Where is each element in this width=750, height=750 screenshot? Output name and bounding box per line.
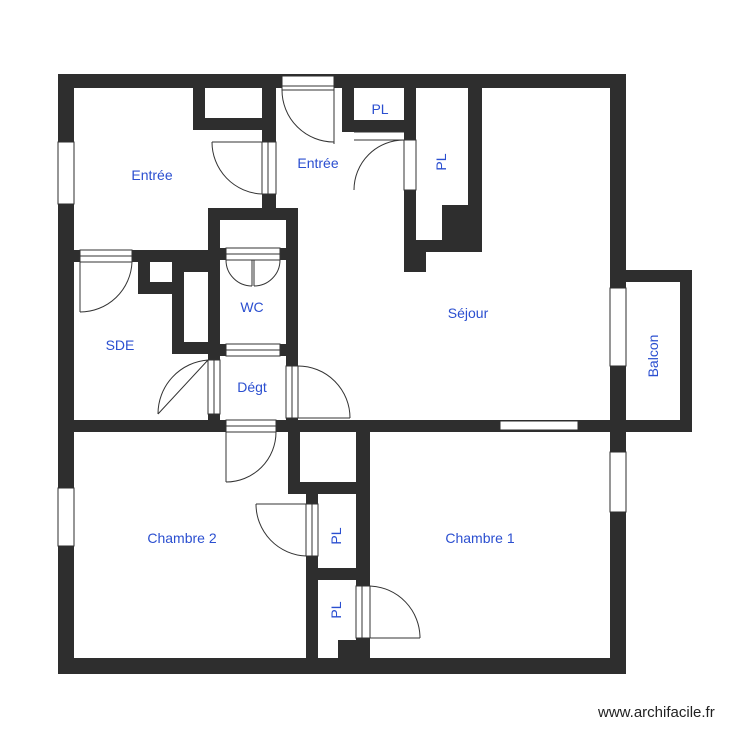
doors bbox=[79, 85, 421, 639]
room-label-pl-vertical: PL bbox=[433, 153, 449, 170]
room-label-entree-2: Entrée bbox=[297, 155, 338, 171]
room-label-chambre-1: Chambre 1 bbox=[445, 530, 514, 546]
room-label-balcon: Balcon bbox=[645, 335, 661, 378]
room-label-degt: Dégt bbox=[237, 379, 267, 395]
windows bbox=[57, 75, 627, 547]
room-label-pl-ch2: PL bbox=[328, 527, 344, 544]
room-label-pl-ch1: PL bbox=[328, 601, 344, 618]
room-label-entree-1: Entrée bbox=[131, 167, 172, 183]
room-label-sde: SDE bbox=[106, 337, 135, 353]
room-label-wc: WC bbox=[240, 299, 263, 315]
room-label-pl-top: PL bbox=[371, 101, 388, 117]
walls bbox=[58, 74, 692, 674]
room-label-chambre-2: Chambre 2 bbox=[147, 530, 216, 546]
watermark-text: www.archifacile.fr bbox=[598, 704, 715, 721]
room-label-sejour: Séjour bbox=[448, 305, 489, 321]
room-labels: Entrée Entrée PL PL Séjour Balcon SDE WC… bbox=[106, 101, 661, 619]
